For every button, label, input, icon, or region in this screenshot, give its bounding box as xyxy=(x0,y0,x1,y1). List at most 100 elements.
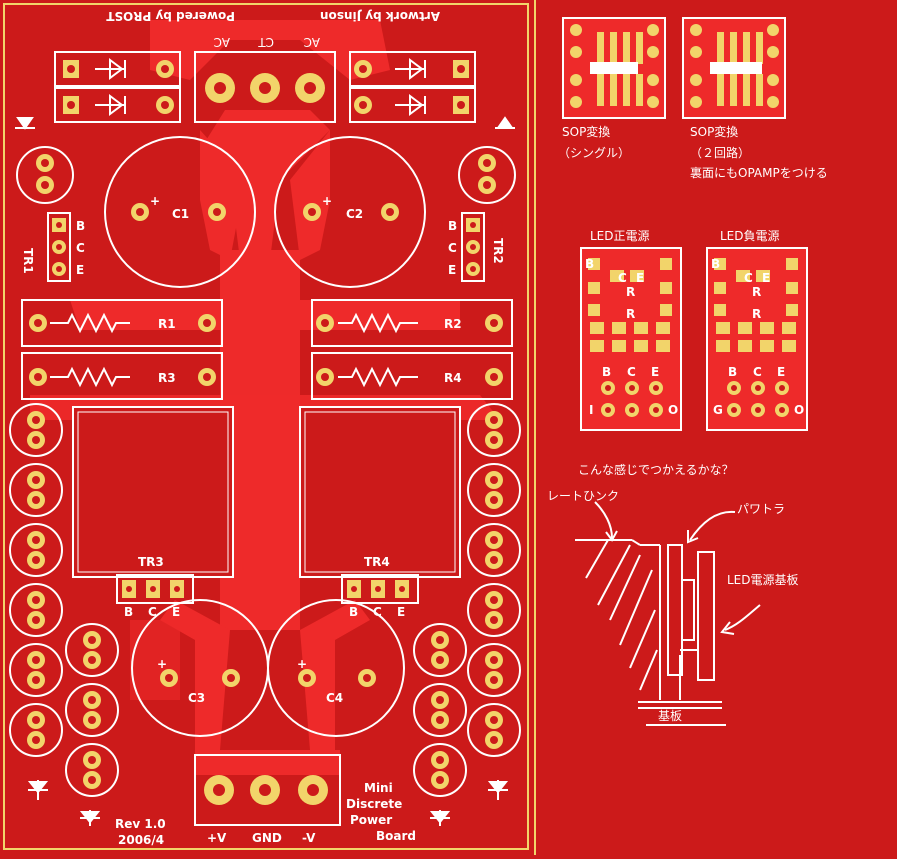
led-neg-pin-e: E xyxy=(762,271,770,285)
tr1-footprint xyxy=(47,212,71,282)
sketch-ledboard-label: LED電源基板 xyxy=(727,573,799,587)
rev-label: Rev 1.0 xyxy=(115,817,166,831)
side-pad-ring xyxy=(467,463,521,517)
side-pad-hole xyxy=(32,736,40,744)
led-symbol-bottom-right xyxy=(487,780,509,800)
tr1-pin-c: C xyxy=(76,241,85,255)
c4-label: C4 xyxy=(326,691,343,705)
led-neg-gnd: G xyxy=(713,403,723,417)
side-pad-ring xyxy=(413,683,467,737)
led-pos-title: LED正電源 xyxy=(590,229,650,243)
c3-label: C3 xyxy=(188,691,205,705)
side-pad-hole xyxy=(436,636,444,644)
input-label-ac-left: AC xyxy=(214,35,230,49)
resistor-r4 xyxy=(311,352,513,400)
side-pad-hole xyxy=(88,776,96,784)
side-pad-hole xyxy=(436,776,444,784)
led-symbol-top-left xyxy=(15,117,35,130)
r3-label: R3 xyxy=(158,371,176,385)
side-pad-ring xyxy=(9,703,63,757)
sop-dual-label-3: 裏面にもOPAMPをつける xyxy=(690,165,828,180)
tr2-pin-b: B xyxy=(448,219,457,233)
board-outline xyxy=(3,3,529,850)
side-pad-ring xyxy=(65,683,119,737)
credit-artwork: Artwork by Jinson xyxy=(320,9,440,23)
tr3-heatsink xyxy=(72,406,234,578)
led-neg-out: O xyxy=(794,403,804,417)
led-pos-e2: E xyxy=(651,365,659,379)
tr1-label: TR1 xyxy=(21,248,35,274)
side-pad-hole xyxy=(32,496,40,504)
sop-dual-label-1: SOP変換 xyxy=(690,124,738,139)
input-pads xyxy=(205,73,325,103)
side-pad-ring xyxy=(413,623,467,677)
c2-label: C2 xyxy=(346,207,363,221)
side-pad-ring xyxy=(9,523,63,577)
side-pad-ring xyxy=(65,743,119,797)
side-pad-hole xyxy=(32,476,40,484)
side-pad-ring xyxy=(467,523,521,577)
sop-single-label-1: SOP変換 xyxy=(562,124,610,139)
led-pos-b2: B xyxy=(602,365,611,379)
side-pad-hole xyxy=(490,496,498,504)
tr3-pin-b: B xyxy=(124,605,133,619)
diode-block-left xyxy=(54,51,181,123)
board-name-2: Discrete xyxy=(346,797,402,811)
led-pos-pin-c: C xyxy=(618,271,627,285)
resistor-r3 xyxy=(21,352,223,400)
side-pad-hole xyxy=(32,536,40,544)
side-pad-ring xyxy=(9,583,63,637)
side-pad-hole xyxy=(32,556,40,564)
side-pad-hole xyxy=(490,416,498,424)
output-pads xyxy=(204,775,328,805)
capacitor-c2 xyxy=(274,136,426,288)
led-neg-pin-b: B xyxy=(711,257,720,271)
tr1-pin-e: E xyxy=(76,263,84,277)
c3-plus: + xyxy=(157,657,167,671)
output-label-minus: -V xyxy=(302,831,316,845)
sketch-base-label: 基板 xyxy=(658,709,682,723)
input-label-ac-right: AC xyxy=(304,35,320,49)
led-pos-pin-b: B xyxy=(585,257,594,271)
side-pad-ring xyxy=(65,623,119,677)
board-name-1: Mini xyxy=(364,781,393,795)
led-pads-top xyxy=(16,146,516,204)
side-pad-hole xyxy=(32,716,40,724)
led-neg-e2: E xyxy=(777,365,785,379)
side-pad-hole xyxy=(490,476,498,484)
sop-single-label-2: （シングル） xyxy=(558,146,630,160)
tr3-label: TR3 xyxy=(138,555,164,569)
r4-label: R4 xyxy=(444,371,462,385)
tr2-pin-e: E xyxy=(448,263,456,277)
side-pad-hole xyxy=(32,596,40,604)
sop-dual-board xyxy=(682,17,786,119)
side-pad-hole xyxy=(32,676,40,684)
side-pad-hole xyxy=(490,716,498,724)
side-pad-hole xyxy=(32,416,40,424)
side-pad-hole xyxy=(88,716,96,724)
side-pad-hole xyxy=(436,656,444,664)
resistor-r1 xyxy=(21,299,223,347)
tr4-pin-c: C xyxy=(373,605,382,619)
c4-plus: + xyxy=(297,657,307,671)
side-pad-ring xyxy=(467,703,521,757)
side-pad-hole xyxy=(490,676,498,684)
diode-block-right xyxy=(349,51,476,123)
date-label: 2006/4 xyxy=(118,833,164,847)
led-pos-pin-e: E xyxy=(636,271,644,285)
side-pad-hole xyxy=(436,696,444,704)
side-pad-ring xyxy=(467,643,521,697)
led-pos-r1: R xyxy=(626,285,635,299)
output-terminal xyxy=(194,754,341,826)
tr4-pads xyxy=(341,574,419,604)
side-pad-ring xyxy=(9,643,63,697)
sketch-heatsink-label: レートひンク xyxy=(547,489,619,503)
side-pad-hole xyxy=(32,616,40,624)
led-neg-r1: R xyxy=(752,285,761,299)
side-pad-ring xyxy=(467,403,521,457)
sop-single-board xyxy=(562,17,666,119)
side-pad-hole xyxy=(490,536,498,544)
tr2-footprint xyxy=(461,212,485,282)
sketch-powertr-label: パワトラ xyxy=(737,502,785,516)
input-terminal xyxy=(194,51,336,123)
